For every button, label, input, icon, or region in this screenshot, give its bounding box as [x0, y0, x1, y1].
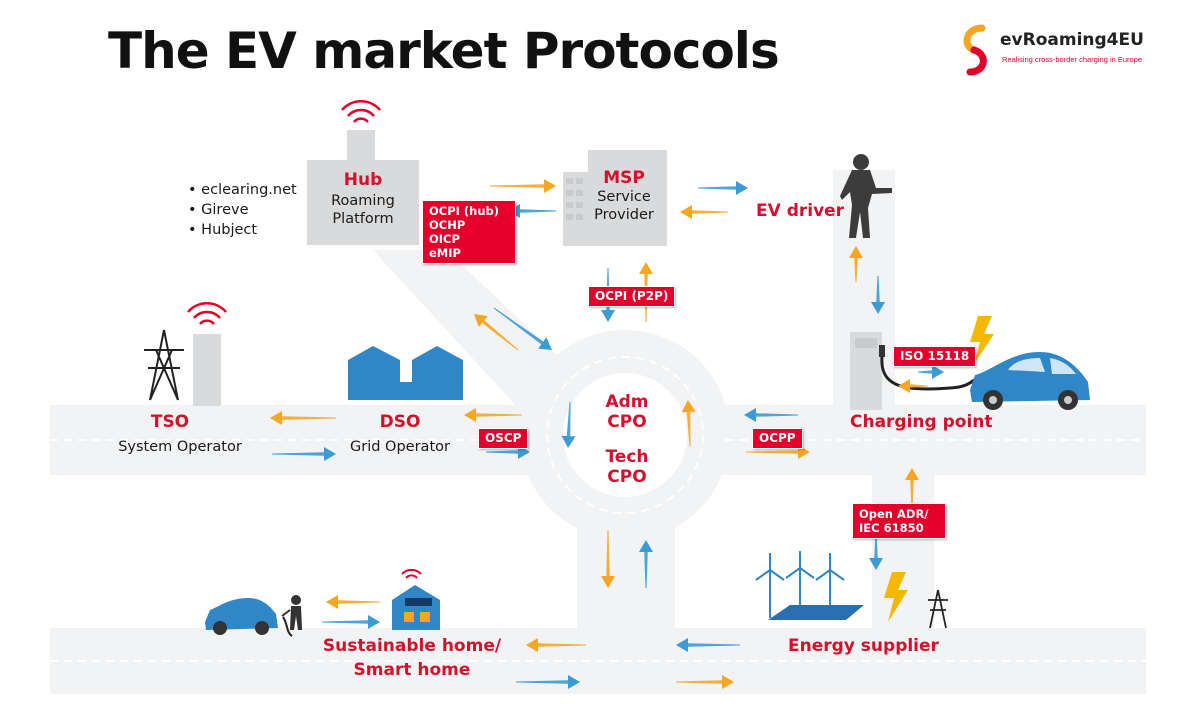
solar-panels-icon: [768, 605, 864, 620]
page-title: The EV market Protocols: [108, 22, 780, 80]
protocol-item: eMIP: [429, 246, 461, 260]
hub-subtitle-line1: Roaming: [331, 193, 395, 209]
home-label-line1: Sustainable home/: [322, 636, 502, 656]
charging-point-label: Charging point: [850, 412, 993, 432]
ocpi-p2p-tag: OCPI (P2P): [588, 286, 676, 307]
hub-antenna-icon: [341, 100, 381, 123]
flow-arrow: [322, 615, 380, 629]
iso-15118-tag: ISO 15118: [893, 346, 977, 367]
hub-building: [307, 130, 419, 245]
logo-tagline: Realising cross-border charging in Europ…: [1002, 55, 1143, 64]
electric-car-icon: [970, 352, 1090, 410]
tech-cpo-line1: Tech: [605, 447, 649, 467]
openadr-tag: Open ADR/ IEC 61850: [852, 503, 946, 539]
protocol-item: OICP: [429, 232, 460, 246]
roundabout-center: [563, 373, 687, 497]
supplier-lightning-icon: [884, 572, 908, 622]
flow-arrow: [493, 307, 552, 350]
hub-example-item: Gireve: [188, 200, 297, 220]
protocol-item: OCPI (hub): [429, 204, 500, 218]
hub-example-item: eclearing.net: [188, 180, 297, 200]
flow-arrow: [849, 246, 863, 282]
adm-cpo-line1: Adm: [605, 392, 649, 412]
hub-example-item: Hubject: [188, 220, 297, 240]
home-label-line2: Smart home: [353, 660, 471, 680]
energy-supplier-label: Energy supplier: [788, 636, 939, 656]
dso-buildings: [348, 346, 463, 400]
flow-arrow: [490, 179, 556, 193]
ocpp-tag: OCPP: [752, 428, 803, 449]
flow-arrow: [326, 595, 380, 609]
flow-arrow: [464, 408, 522, 422]
msp-subtitle-line2: Provider: [594, 207, 654, 223]
hub-protocols-tag: OCPI (hub) OCHP OICP eMIP: [422, 200, 516, 264]
home-charging-cable: [282, 616, 293, 637]
ev-driver-label: EV driver: [756, 201, 845, 221]
dso-title: DSO: [379, 412, 421, 432]
adm-cpo-line2: CPO: [607, 412, 647, 432]
flow-arrow: [680, 205, 728, 219]
flow-arrow: [744, 408, 798, 422]
msp-subtitle-line1: Service: [597, 189, 651, 205]
flow-arrow: [272, 447, 336, 461]
home-car-icon: [205, 598, 278, 635]
flow-arrow: [898, 379, 928, 393]
tso-subtitle: System Operator: [118, 439, 242, 455]
flow-arrows: [270, 179, 944, 689]
flow-arrow: [871, 276, 885, 314]
flow-arrow: [676, 638, 740, 652]
flow-arrow: [681, 400, 696, 447]
msp-building: [563, 150, 667, 246]
tso-building: [193, 334, 221, 406]
protocol-item: Open ADR/: [859, 507, 929, 521]
protocol-item: IEC 61850: [859, 521, 924, 535]
flow-arrow: [601, 530, 615, 588]
flow-arrow: [526, 638, 586, 652]
wind-turbine-icons: [755, 551, 845, 618]
flow-arrow: [698, 181, 748, 195]
power-tower-icon: [144, 329, 184, 401]
hub-subtitle-line2: Platform: [332, 211, 394, 227]
hub-examples-list: eclearing.net Gireve Hubject: [188, 180, 297, 240]
logo-icon: [963, 24, 987, 76]
flow-arrow: [639, 540, 653, 588]
tech-cpo-line2: CPO: [607, 467, 647, 487]
charging-station: [850, 332, 979, 410]
protocol-item: OCHP: [429, 218, 466, 232]
tso-title: TSO: [150, 412, 190, 432]
home-antenna-icon: [401, 568, 422, 579]
supplier-power-tower-icon: [928, 589, 948, 629]
ev-driver-figure-icon: [840, 154, 892, 238]
smart-home-icon: [392, 585, 440, 630]
flow-arrow: [905, 468, 919, 510]
hub-title: Hub: [343, 170, 383, 190]
flow-arrow: [474, 314, 519, 351]
flow-arrow: [676, 675, 734, 689]
lightning-icon: [970, 316, 994, 364]
flow-arrow: [918, 365, 944, 379]
flow-arrow: [516, 675, 580, 689]
msp-title: MSP: [603, 168, 645, 188]
dso-subtitle: Grid Operator: [350, 439, 450, 455]
oscp-tag: OSCP: [478, 428, 529, 449]
tso-antenna-icon: [187, 302, 227, 325]
home-person-icon: [281, 595, 302, 630]
flow-arrow: [561, 401, 576, 448]
flow-arrow: [270, 411, 336, 425]
flow-arrow: [869, 530, 883, 570]
logo-name: evRoaming4EU: [1000, 30, 1144, 50]
